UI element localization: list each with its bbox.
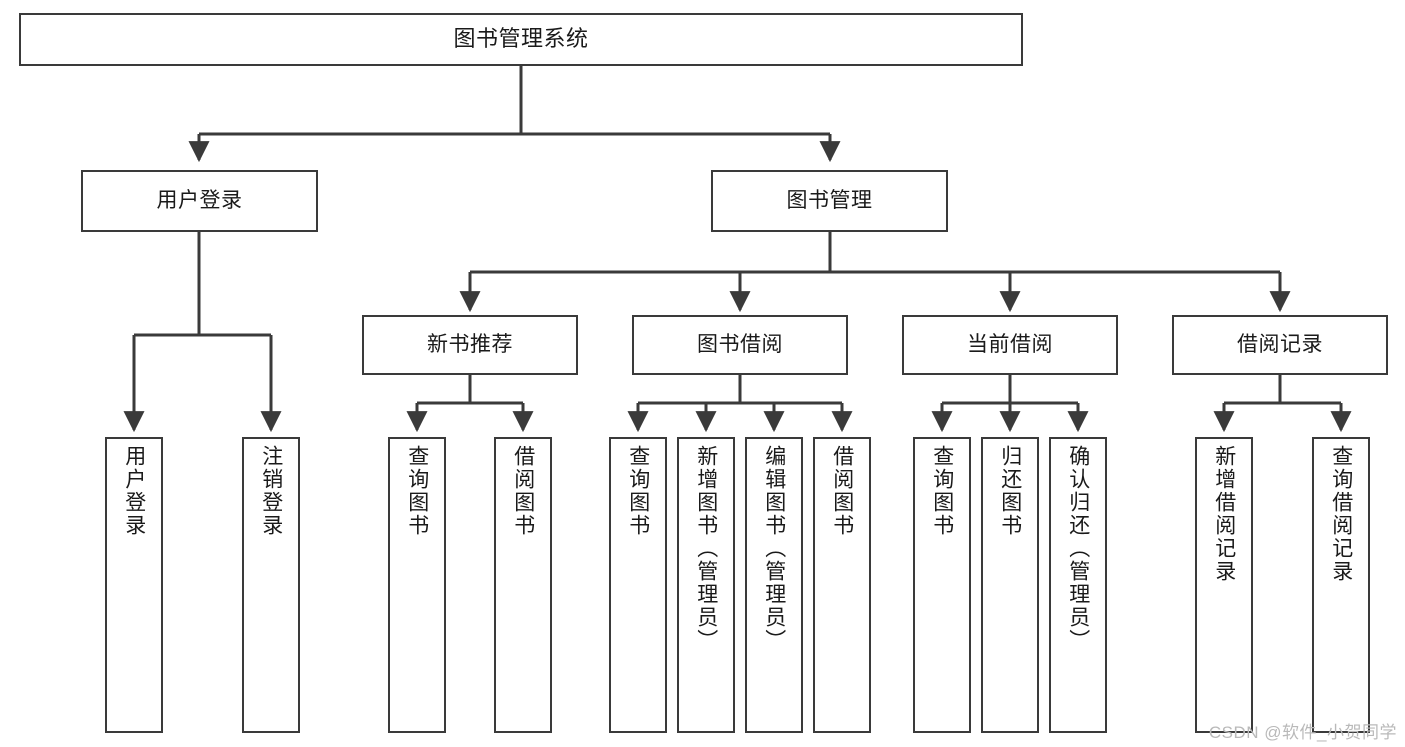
node-label: 归还图书 bbox=[998, 445, 1022, 537]
node-label: 编辑图书（管理员） bbox=[762, 445, 786, 652]
node-leaf-query-book-recommend[interactable]: 查询图书 bbox=[388, 437, 446, 733]
node-book-management[interactable]: 图书管理 bbox=[711, 170, 948, 232]
node-label: 用户登录 bbox=[156, 189, 243, 213]
node-leaf-edit-book-admin[interactable]: 编辑图书（管理员） bbox=[745, 437, 803, 733]
node-label: 用户登录 bbox=[122, 445, 146, 537]
node-label: 新增图书（管理员） bbox=[694, 445, 718, 652]
node-label: 新增借阅记录 bbox=[1212, 445, 1236, 583]
node-label: 借阅记录 bbox=[1237, 333, 1323, 357]
node-leaf-borrow-book[interactable]: 借阅图书 bbox=[813, 437, 871, 733]
node-leaf-borrow-book-recommend[interactable]: 借阅图书 bbox=[494, 437, 552, 733]
node-label: 确认归还（管理员） bbox=[1066, 445, 1090, 652]
node-book-borrow[interactable]: 图书借阅 bbox=[632, 315, 848, 375]
node-leaf-return-book[interactable]: 归还图书 bbox=[981, 437, 1039, 733]
node-label: 图书管理 bbox=[786, 189, 873, 213]
node-current-borrow[interactable]: 当前借阅 bbox=[902, 315, 1118, 375]
node-label: 查询图书 bbox=[405, 445, 429, 537]
node-label: 新书推荐 bbox=[427, 333, 513, 357]
node-leaf-logout[interactable]: 注销登录 bbox=[242, 437, 300, 733]
node-label: 图书借阅 bbox=[697, 333, 783, 357]
node-leaf-user-login[interactable]: 用户登录 bbox=[105, 437, 163, 733]
node-label: 图书管理系统 bbox=[453, 26, 589, 52]
node-leaf-add-borrow-record[interactable]: 新增借阅记录 bbox=[1195, 437, 1253, 733]
node-label: 当前借阅 bbox=[967, 333, 1053, 357]
node-leaf-confirm-return-admin[interactable]: 确认归还（管理员） bbox=[1049, 437, 1107, 733]
node-label: 查询图书 bbox=[930, 445, 954, 537]
node-label: 借阅图书 bbox=[830, 445, 854, 537]
node-user-login[interactable]: 用户登录 bbox=[81, 170, 318, 232]
node-new-book-recommend[interactable]: 新书推荐 bbox=[362, 315, 578, 375]
watermark: CSDN @软件_小贺同学 bbox=[1208, 723, 1397, 742]
node-label: 查询图书 bbox=[626, 445, 650, 537]
node-leaf-query-borrow-record[interactable]: 查询借阅记录 bbox=[1312, 437, 1370, 733]
node-leaf-query-book-current[interactable]: 查询图书 bbox=[913, 437, 971, 733]
node-label: 注销登录 bbox=[259, 445, 283, 537]
node-label: 借阅图书 bbox=[511, 445, 535, 537]
node-borrow-record[interactable]: 借阅记录 bbox=[1172, 315, 1388, 375]
node-root-book-management-system[interactable]: 图书管理系统 bbox=[19, 13, 1023, 66]
node-leaf-add-book-admin[interactable]: 新增图书（管理员） bbox=[677, 437, 735, 733]
node-label: 查询借阅记录 bbox=[1329, 445, 1353, 583]
node-leaf-query-book-borrow[interactable]: 查询图书 bbox=[609, 437, 667, 733]
